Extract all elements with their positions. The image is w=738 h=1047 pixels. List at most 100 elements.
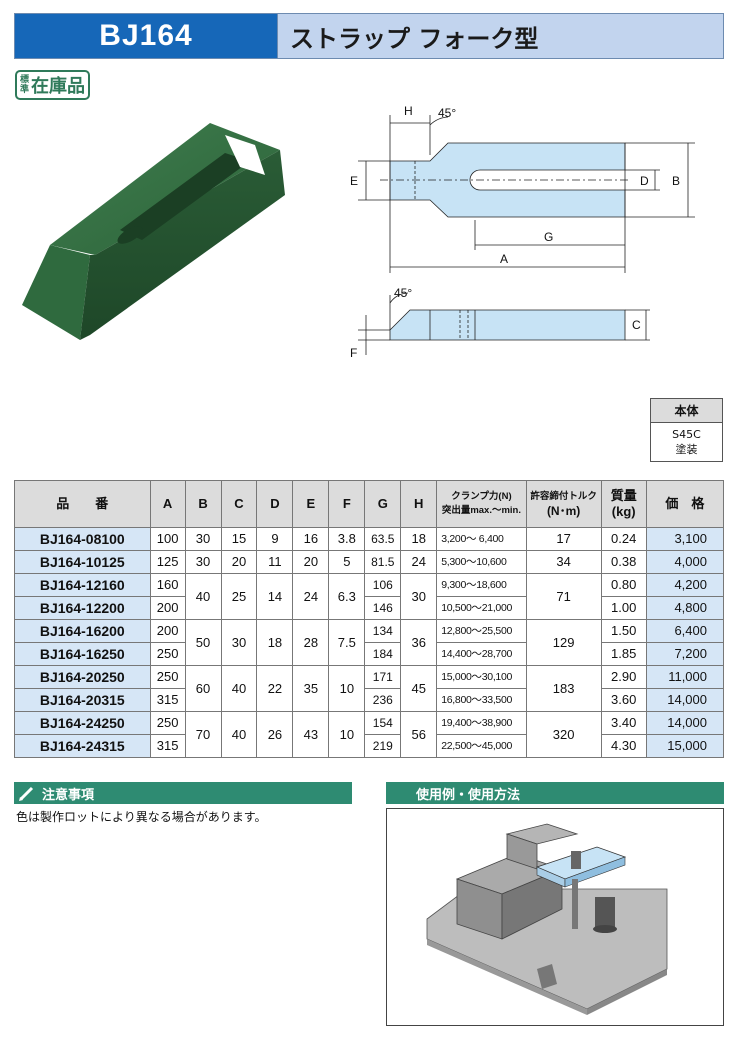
table-cell: 30 <box>184 527 222 551</box>
table-cell: BJ164-16250 <box>14 642 151 666</box>
table-cell: 20 <box>292 550 330 574</box>
col-d: D <box>256 480 294 528</box>
table-cell: 18 <box>256 619 294 666</box>
dim-g: G <box>544 230 553 244</box>
caution-heading-bar: 注意事項 <box>14 782 352 804</box>
table-cell: 14,400～28,700 <box>436 642 527 666</box>
table-cell: 3.60 <box>600 688 647 712</box>
table-cell: 7.5 <box>328 619 366 666</box>
model-number: BJ164 <box>15 14 277 58</box>
product-title: ストラップ フォーク型 <box>277 14 723 58</box>
table-cell: 24 <box>400 550 438 574</box>
table-cell: 134 <box>364 619 402 643</box>
table-cell: 3,200～ 6,400 <box>436 527 527 551</box>
table-cell: 129 <box>525 619 602 666</box>
table-cell: 14 <box>256 573 294 620</box>
in-stock-label: 在庫品 <box>31 76 86 97</box>
dim-c: C <box>632 318 641 332</box>
dim-d: D <box>640 174 649 188</box>
table-cell: 5 <box>328 550 366 574</box>
table-cell: 0.24 <box>600 527 647 551</box>
table-cell: 125 <box>149 550 186 574</box>
table-cell: 100 <box>149 527 186 551</box>
table-cell: 19,400～38,900 <box>436 711 527 735</box>
table-cell: 45 <box>400 665 438 712</box>
product-photo <box>22 123 285 340</box>
usage-title: 使用例・使用方法 <box>416 787 521 803</box>
standard-mark: 標 準 <box>20 75 29 95</box>
pencil-icon <box>19 786 34 801</box>
table-cell: 11 <box>256 550 294 574</box>
col-part-number: 品 番 <box>14 480 151 528</box>
table-cell: 10 <box>328 711 366 758</box>
table-cell: 43 <box>292 711 330 758</box>
table-cell: 250 <box>149 665 186 689</box>
table-cell: 3.40 <box>600 711 647 735</box>
col-price: 価 格 <box>645 480 725 528</box>
table-cell: 11,000 <box>645 665 725 689</box>
table-cell: 0.38 <box>600 550 647 574</box>
table-cell: 4,800 <box>645 596 725 620</box>
material-box: 本体 S45C 塗装 <box>650 398 723 462</box>
table-cell: 9,300～18,600 <box>436 573 527 597</box>
table-cell: 14,000 <box>645 688 725 712</box>
material-header: 本体 <box>651 399 722 423</box>
bolt <box>571 851 581 869</box>
standard-mark-char-1: 標 <box>20 75 30 85</box>
table-cell: 184 <box>364 642 402 666</box>
table-cell: 63.5 <box>364 527 402 551</box>
table-cell: BJ164-20250 <box>14 665 151 689</box>
table-cell: 315 <box>149 734 186 758</box>
table-cell: 71 <box>525 573 602 620</box>
usage-illustration <box>426 823 668 1015</box>
table-cell: 4.30 <box>600 734 647 758</box>
material-steel: S45C <box>672 428 701 441</box>
table-cell: 16,800～33,500 <box>436 688 527 712</box>
table-cell: BJ164-24250 <box>14 711 151 735</box>
table-cell: 250 <box>149 642 186 666</box>
dim-f: F <box>350 346 357 360</box>
header-bar: BJ164 ストラップ フォーク型 <box>14 13 724 59</box>
table-cell: 20 <box>220 550 258 574</box>
table-cell: 22,500～45,000 <box>436 734 527 758</box>
table-cell: 26 <box>256 711 294 758</box>
table-cell: BJ164-08100 <box>14 527 151 551</box>
table-cell: 70 <box>184 711 222 758</box>
table-cell: 6,400 <box>645 619 725 643</box>
table-cell: 4,200 <box>645 573 725 597</box>
dimension-drawing: H 45° E D B G A 45° C F <box>350 104 695 360</box>
stock-badge: 標 準 在庫品 <box>15 70 91 100</box>
material-finish: 塗装 <box>675 443 698 456</box>
table-cell: 1.00 <box>600 596 647 620</box>
table-cell: BJ164-12160 <box>14 573 151 597</box>
table-cell: 15 <box>220 527 258 551</box>
table-cell: 50 <box>184 619 222 666</box>
table-cell: 56 <box>400 711 438 758</box>
table-cell: 160 <box>149 573 186 597</box>
spec-table: 品 番 A B C D E F G H クランプ力(N)突出量max.～min.… <box>14 480 725 758</box>
table-cell: 4,000 <box>645 550 725 574</box>
table-cell: BJ164-20315 <box>14 688 151 712</box>
table-cell: 16 <box>292 527 330 551</box>
table-cell: 3,100 <box>645 527 725 551</box>
table-cell: 1.50 <box>600 619 647 643</box>
caution-title: 注意事項 <box>42 787 95 803</box>
col-f: F <box>328 480 366 528</box>
col-clamp-force: クランプ力(N)突出量max.～min. <box>436 480 527 528</box>
table-cell: 183 <box>525 665 602 712</box>
clamp-slot <box>120 153 250 240</box>
table-cell: 14,000 <box>645 711 725 735</box>
support-jack <box>595 897 615 929</box>
table-cell: 219 <box>364 734 402 758</box>
col-h: H <box>400 480 438 528</box>
dim-h: H <box>404 104 413 118</box>
table-cell: 30 <box>220 619 258 666</box>
